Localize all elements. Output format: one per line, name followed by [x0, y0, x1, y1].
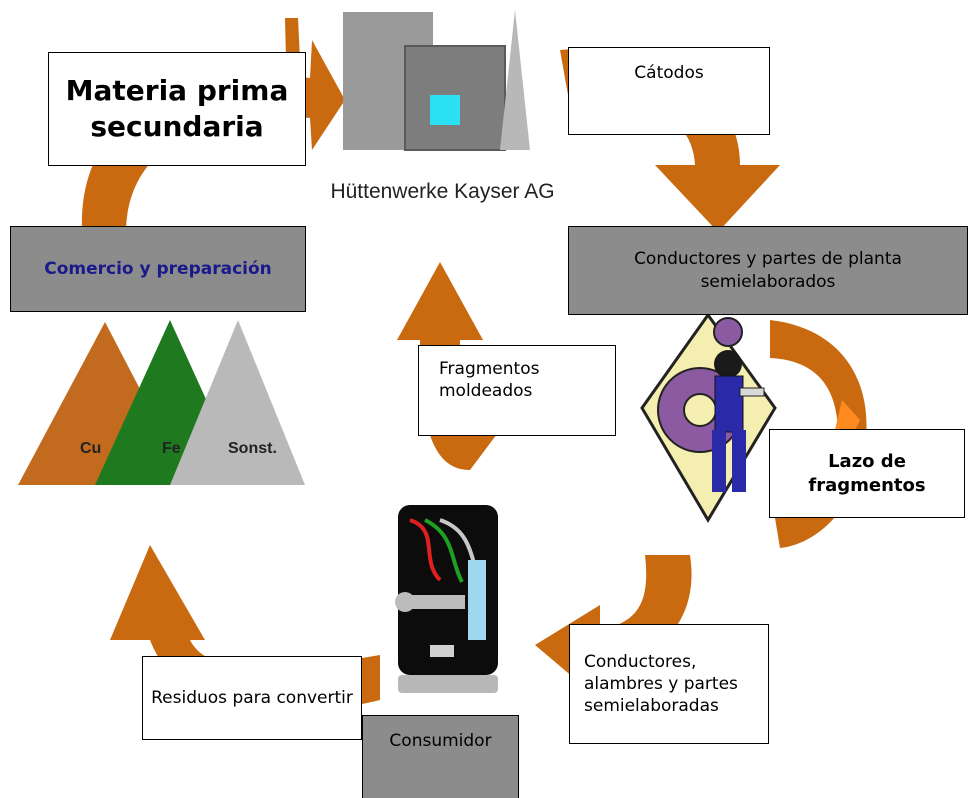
consumer-tools-icon — [395, 505, 498, 693]
node-catodos: Cátodos — [568, 47, 770, 135]
mountain-label-fe: Fe — [162, 440, 181, 457]
mountain-label-other: Sonst. — [228, 440, 277, 457]
arrow-stub-top — [285, 18, 300, 60]
node-lazo: Lazo de fragmentos — [769, 429, 965, 518]
node-fragmentos: Fragmentos moldeados — [418, 345, 616, 436]
worker-gear-icon — [640, 312, 777, 523]
node-materia-prima: Materia prima secundaria — [48, 52, 306, 166]
factory-icon — [343, 10, 530, 151]
company-name: Hüttenwerke Kayser AG — [330, 180, 555, 203]
node-comercio: Comercio y preparación — [10, 226, 306, 312]
mountain-label-cu: Cu — [80, 440, 102, 457]
node-residuos: Residuos para convertir — [142, 656, 362, 740]
node-conductores-planta: Conductores y partes de planta semielabo… — [568, 226, 968, 315]
mountains-graphic — [18, 320, 305, 485]
node-conductores-alambres: Conductores, alambres y partes semielabo… — [569, 624, 769, 744]
mountain-other — [170, 320, 305, 485]
node-consumidor: Consumidor — [362, 715, 519, 798]
